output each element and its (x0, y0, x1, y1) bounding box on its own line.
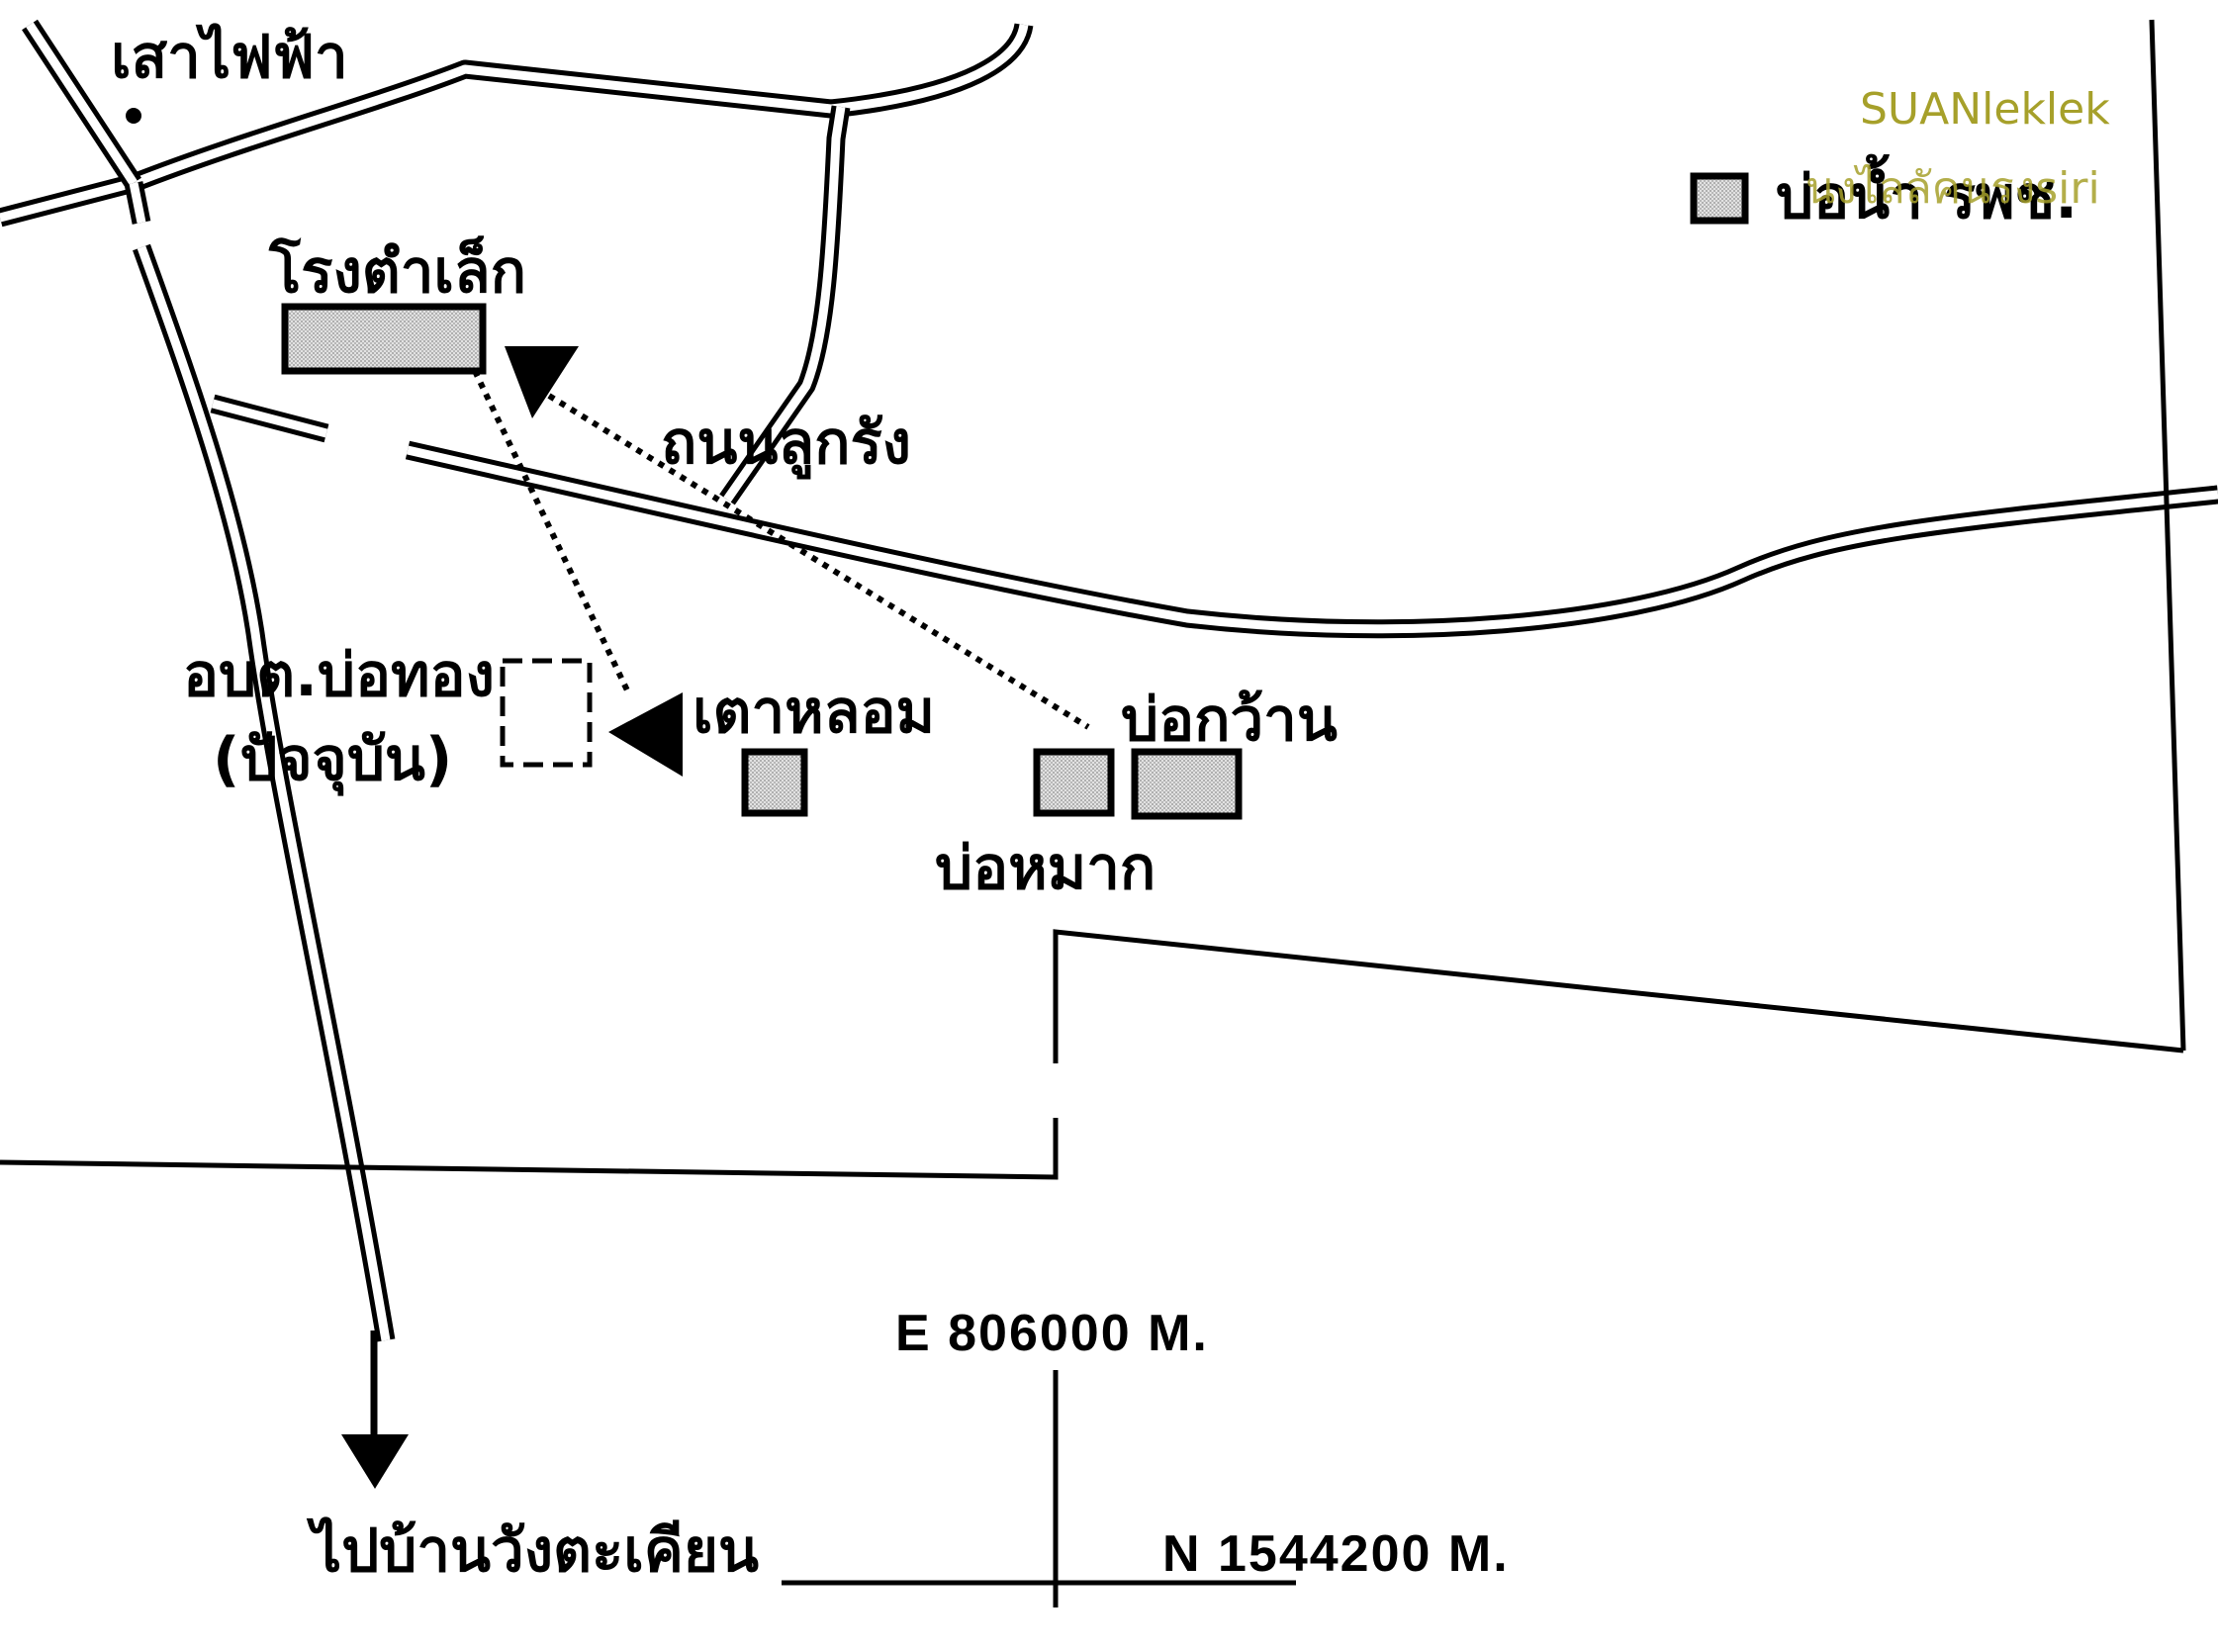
electric-pole-dot-icon (126, 108, 141, 124)
obt-present-site-dashed (500, 658, 593, 768)
label-tao-lom: เตาหลอม (693, 678, 935, 747)
label-northing: N 1544200 M. (1162, 1525, 1510, 1583)
road-west-branch (0, 173, 137, 228)
rong-tam-lek-site (281, 303, 487, 375)
arrow-marker-tao-lom-icon (608, 692, 683, 777)
boundary-east (2149, 19, 2186, 1052)
bo-kwan-pond (1131, 748, 1243, 820)
road-main-east-west (405, 440, 2218, 639)
label-electric-pole: เสาไฟฟ้า (111, 22, 348, 92)
bo-mak-pond (1033, 748, 1115, 817)
watermark-line-1: SUANleklek (1860, 84, 2110, 135)
label-bo-kwan: บ่อกว้าน (1121, 686, 1338, 755)
label-obt-bo-thong: อบต.บ่อทอง (183, 641, 495, 710)
road-network (0, 19, 2218, 1342)
road-north-loop (130, 23, 1034, 192)
road-main-north-south (22, 19, 396, 1342)
label-road-luk-rang: ถนนลูกรัง (661, 409, 911, 480)
dotted-route-to-bo-kwan (547, 393, 1090, 730)
legend-pond-symbol (1690, 172, 1749, 225)
road-connector-stub (210, 394, 329, 443)
dotted-routes (472, 369, 1090, 730)
boundary-south-east (1053, 929, 2184, 1063)
boundary-south (0, 1118, 1059, 1180)
arrow-marker-rong-tam-lek-icon (505, 346, 579, 418)
road-luk-rang-line (719, 105, 851, 505)
tao-lom-pond (741, 748, 808, 817)
dotted-route-to-tao-lom (472, 369, 631, 694)
label-bo-mak: บ่อหมาก (935, 834, 1155, 903)
label-easting: E 806000 M. (895, 1305, 1209, 1362)
watermark-line-2: นงไลลัคนรงsiri (1805, 163, 2100, 214)
label-present: (ปัจจุบัน) (213, 725, 452, 796)
down-arrow-icon (341, 1331, 409, 1489)
boundary-lines (0, 19, 2186, 1607)
label-rong-tam-lek: โรงตำเล็ก (268, 235, 526, 307)
label-to-ban-wang-takhian: ไปบ้านวังตะเคียน (306, 1515, 759, 1586)
label-bo-nam-rpch: บ่อน้ำ รพช. (1776, 153, 2078, 232)
